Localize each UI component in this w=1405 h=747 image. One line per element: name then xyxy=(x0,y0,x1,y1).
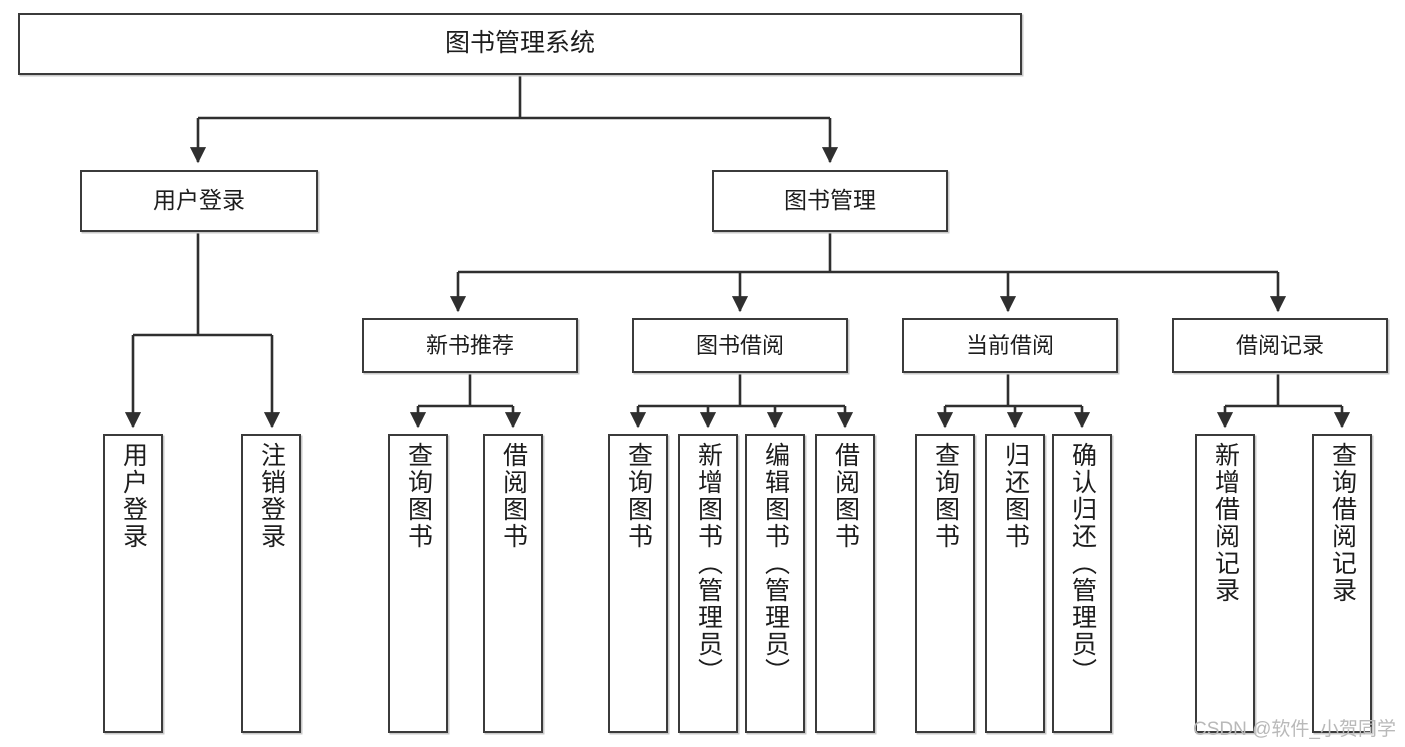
node-new-book-recommend[interactable]: 新书推荐 xyxy=(362,318,578,373)
node-book-manage[interactable]: 图书管理 xyxy=(712,170,948,232)
node-label: 归还图书 xyxy=(1001,442,1030,550)
csdn-watermark: CSDN @软件_小贺同学 xyxy=(1193,719,1396,740)
leaf-borrow-book[interactable]: 借阅图书 xyxy=(815,434,875,733)
node-label: 借阅记录 xyxy=(1235,332,1324,358)
node-label: 用户登录 xyxy=(119,442,148,550)
node-label: 新增图书（管理员） xyxy=(694,442,723,685)
node-borrow-record[interactable]: 借阅记录 xyxy=(1172,318,1388,373)
node-label: 借阅图书 xyxy=(499,442,528,550)
leaf-user-login[interactable]: 用户登录 xyxy=(103,434,163,733)
node-label: 用户登录 xyxy=(153,187,245,214)
leaf-query-borrow-record[interactable]: 查询借阅记录 xyxy=(1312,434,1372,733)
node-label: 借阅图书 xyxy=(831,442,860,550)
leaf-return-book[interactable]: 归还图书 xyxy=(985,434,1045,733)
node-user-login[interactable]: 用户登录 xyxy=(80,170,318,232)
node-current-borrow[interactable]: 当前借阅 xyxy=(902,318,1118,373)
node-label: 查询图书 xyxy=(931,442,960,550)
node-label: 图书管理 xyxy=(784,187,876,214)
leaf-query-book-recommend[interactable]: 查询图书 xyxy=(388,434,448,733)
leaf-edit-book-admin[interactable]: 编辑图书（管理员） xyxy=(745,434,805,733)
node-label: 确认归还（管理员） xyxy=(1068,442,1097,685)
node-label: 图书借阅 xyxy=(695,332,784,358)
node-label: 图书管理系统 xyxy=(444,29,595,58)
node-label: 查询借阅记录 xyxy=(1328,442,1357,604)
node-label: 编辑图书（管理员） xyxy=(761,442,790,685)
leaf-add-borrow-record[interactable]: 新增借阅记录 xyxy=(1195,434,1255,733)
leaf-query-book-current[interactable]: 查询图书 xyxy=(915,434,975,733)
node-label: 查询图书 xyxy=(624,442,653,550)
leaf-borrow-book-recommend[interactable]: 借阅图书 xyxy=(483,434,543,733)
node-label: 新书推荐 xyxy=(425,332,514,358)
leaf-confirm-return-admin[interactable]: 确认归还（管理员） xyxy=(1052,434,1112,733)
node-book-borrow[interactable]: 图书借阅 xyxy=(632,318,848,373)
leaf-add-book-admin[interactable]: 新增图书（管理员） xyxy=(678,434,738,733)
node-label: 新增借阅记录 xyxy=(1211,442,1240,604)
node-root-system[interactable]: 图书管理系统 xyxy=(18,13,1022,75)
leaf-query-book-borrow[interactable]: 查询图书 xyxy=(608,434,668,733)
leaf-logout-login[interactable]: 注销登录 xyxy=(241,434,301,733)
node-label: 当前借阅 xyxy=(965,332,1054,358)
node-label: 查询图书 xyxy=(404,442,433,550)
node-label: 注销登录 xyxy=(257,442,286,550)
